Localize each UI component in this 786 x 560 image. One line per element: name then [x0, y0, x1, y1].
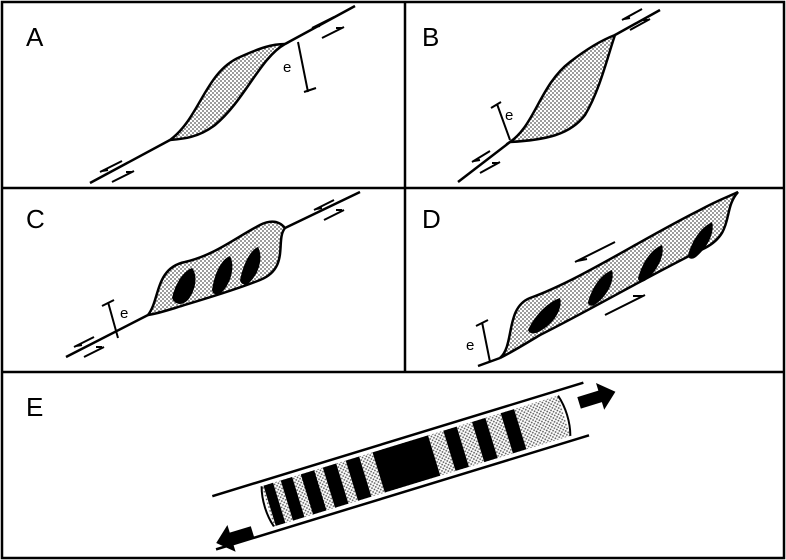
panel-c-drawing: e — [66, 192, 360, 357]
panel-d-lens — [500, 192, 738, 358]
panel-b-e-label: e — [505, 107, 513, 124]
panel-label-b: B — [422, 24, 439, 50]
panel-d-drawing: e — [466, 192, 738, 366]
panel-e-drawing — [201, 375, 628, 558]
panel-label-c: C — [26, 206, 45, 232]
panel-b-drawing: e — [458, 9, 660, 182]
panel-c-lens — [148, 222, 285, 315]
panel-c-e-bar — [102, 300, 118, 338]
panel-a-e-bar — [298, 42, 316, 92]
panel-c-e-label: e — [120, 305, 128, 322]
panel-label-d: D — [422, 206, 441, 232]
panel-a-lens — [170, 44, 285, 140]
panel-a-e-label: e — [283, 59, 291, 76]
panel-label-e: E — [26, 394, 43, 420]
panel-d-e-label: e — [466, 337, 474, 354]
panel-e-arrow-left — [212, 519, 257, 557]
panel-label-a: A — [26, 24, 43, 50]
panel-b-lens — [510, 35, 615, 142]
panel-a-drawing: e — [90, 6, 355, 183]
panel-d-e-bar — [476, 320, 490, 362]
